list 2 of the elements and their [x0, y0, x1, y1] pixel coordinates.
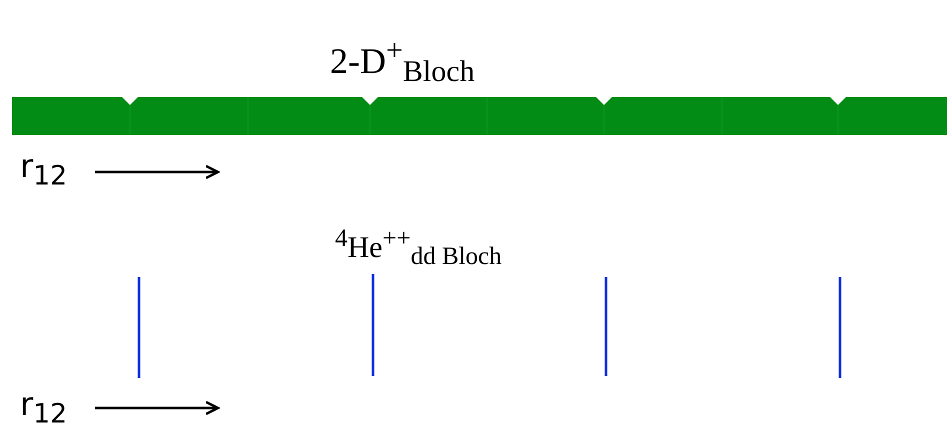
axis-label: r$_{12}$ [20, 388, 68, 425]
axis-label: r$_{12}$ [20, 150, 68, 190]
